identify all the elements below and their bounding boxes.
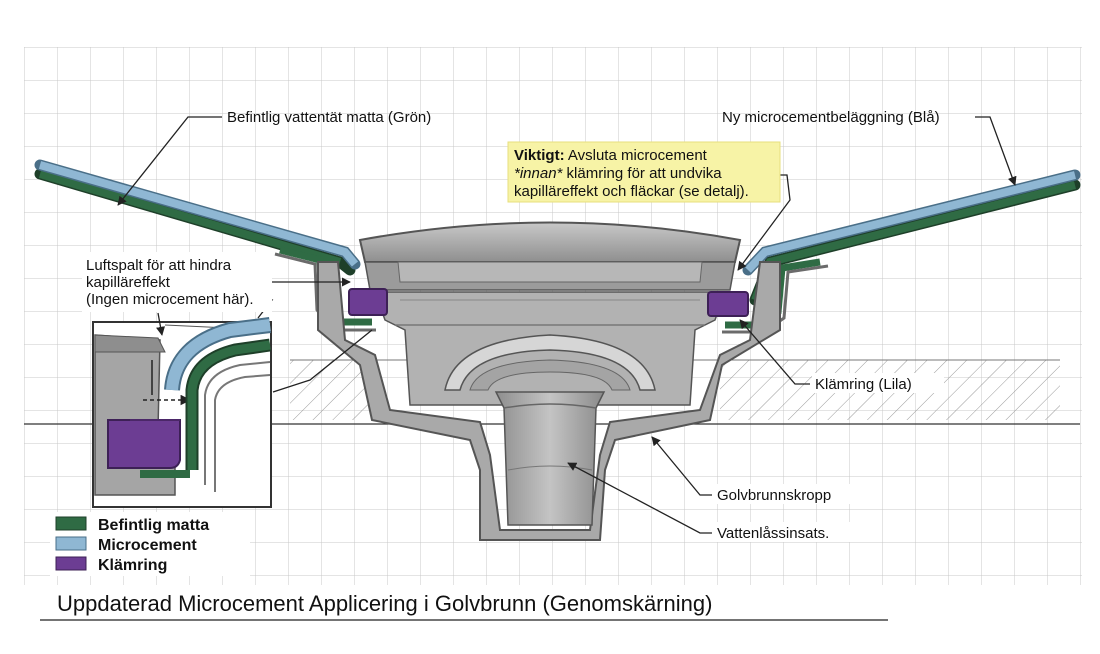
air-gap-line2: kapilläreffekt bbox=[86, 274, 171, 291]
drain-body bbox=[317, 221, 781, 541]
legend-label-membrane: Befintlig matta bbox=[98, 517, 209, 534]
legend-swatch-microcement bbox=[55, 536, 87, 551]
legend-label-microcement: Microcement bbox=[98, 537, 197, 554]
svg-text:*innan* klämring för att undvi: *innan* klämring för att undvika bbox=[514, 165, 722, 182]
legend-label-clamp: Klämring bbox=[98, 557, 167, 574]
important-note: Viktigt: Avsluta microcement *innan* klä… bbox=[507, 141, 781, 203]
important-line3: kapilläreffekt och fläckar (se detalj). bbox=[514, 183, 749, 200]
important-label: Viktigt: bbox=[514, 147, 565, 164]
clamp-ring-left bbox=[348, 288, 388, 316]
legend-swatch-membrane bbox=[55, 516, 87, 531]
callout-existing-membrane: Befintlig vattentät matta (Grön) bbox=[227, 109, 431, 126]
callout-clamp-ring: Klämring (Lila) bbox=[815, 376, 912, 393]
air-gap-line1: Luftspalt för att hindra bbox=[86, 257, 232, 274]
important-emphasis: *innan* bbox=[514, 165, 564, 182]
svg-text:Viktigt: Avsluta microcement: Viktigt: Avsluta microcement bbox=[514, 147, 708, 164]
important-line2: klämring för att undvika bbox=[562, 165, 722, 182]
legend-swatch-clamp bbox=[55, 556, 87, 571]
air-gap-callout: Luftspalt för att hindra kapilläreffekt … bbox=[82, 252, 272, 312]
callout-drain-body: Golvbrunnskropp bbox=[717, 487, 831, 504]
detail-inset bbox=[92, 317, 272, 508]
clamp-ring-right bbox=[707, 291, 749, 317]
callout-new-microcement: Ny microcementbeläggning (Blå) bbox=[722, 109, 940, 126]
callout-water-trap: Vattenlåssinsats. bbox=[717, 525, 829, 542]
legend: Befintlig matta Microcement Klämring bbox=[50, 512, 250, 576]
page-title: Uppdaterad Microcement Applicering i Gol… bbox=[57, 591, 712, 616]
important-line1: Avsluta microcement bbox=[565, 147, 708, 164]
air-gap-line3: (Ingen microcement här). bbox=[86, 291, 254, 308]
left-floor-layers bbox=[34, 159, 376, 332]
